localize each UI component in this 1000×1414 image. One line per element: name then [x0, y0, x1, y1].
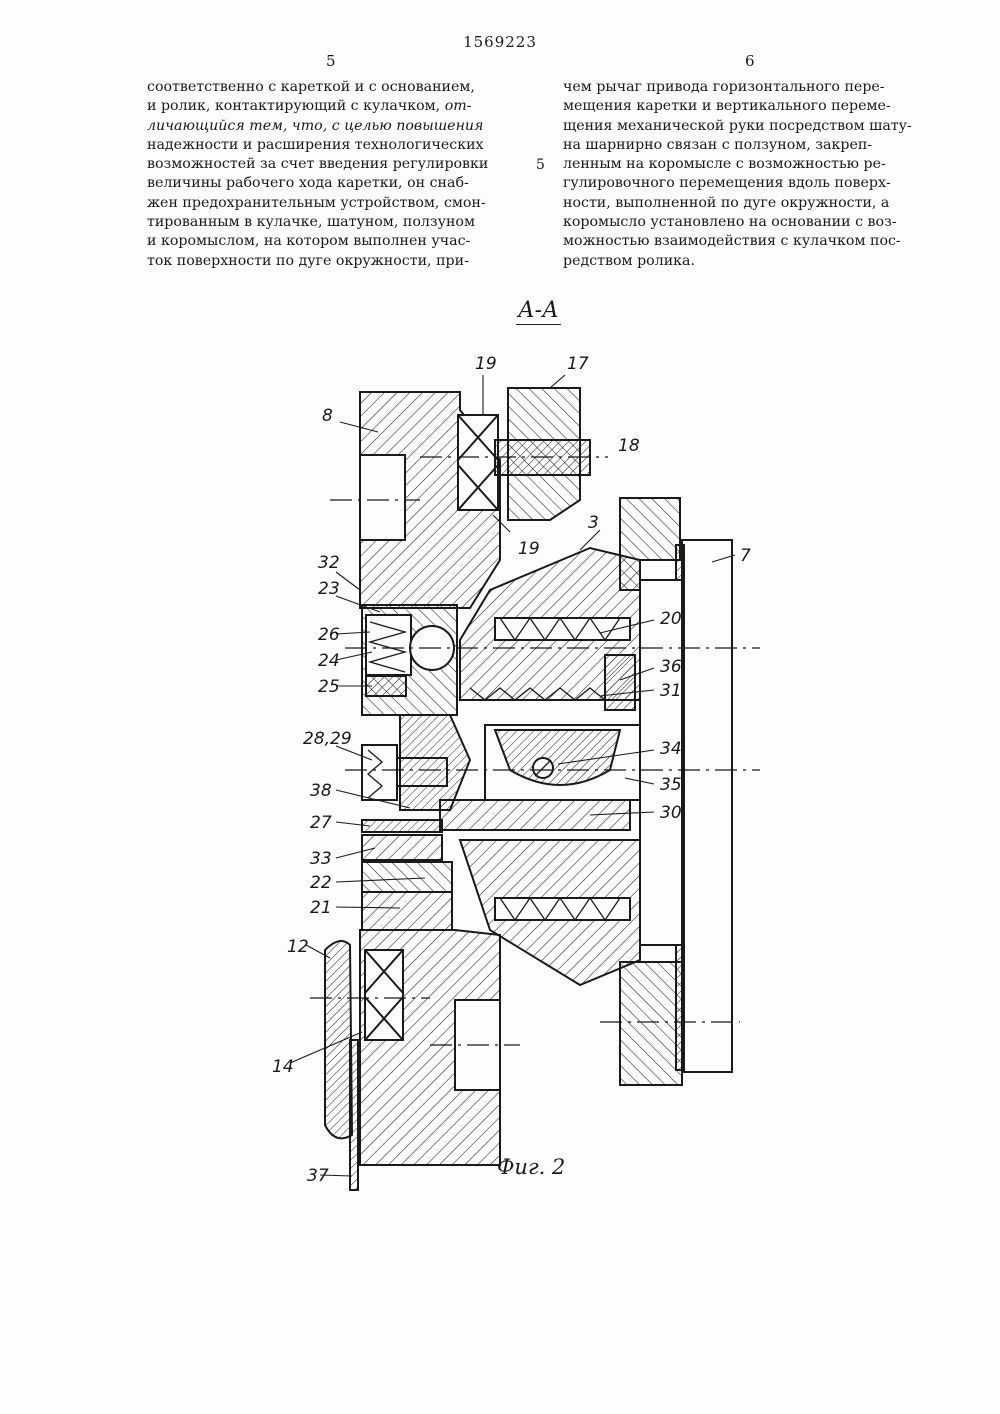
label-17: 17 — [567, 354, 589, 374]
plate-33 — [362, 835, 442, 860]
label-19-top: 19 — [475, 354, 497, 374]
housing-upper — [620, 498, 680, 590]
label-35: 35 — [660, 775, 682, 795]
figure-caption: Фиг. 2 — [497, 1155, 565, 1179]
part-12 — [325, 941, 352, 1138]
label-38: 38 — [310, 781, 332, 801]
label-23: 23 — [318, 579, 340, 599]
label-37: 37 — [307, 1166, 329, 1186]
label-32: 32 — [318, 553, 340, 573]
label-14: 14 — [272, 1057, 294, 1077]
label-28-29: 28,29 — [303, 729, 352, 749]
label-30: 30 — [660, 803, 682, 823]
label-25: 25 — [318, 677, 340, 697]
body-part-8-bore-top — [360, 455, 405, 540]
label-19-bottom: 19 — [518, 539, 540, 559]
label-27: 27 — [310, 813, 332, 833]
nut-38 — [400, 715, 470, 810]
label-33: 33 — [310, 849, 332, 869]
housing-lower — [620, 962, 682, 1085]
screw-head-28 — [362, 745, 397, 800]
pin-37 — [350, 1040, 358, 1190]
label-21: 21 — [310, 898, 332, 918]
label-3: 3 — [588, 513, 599, 533]
bearing-19 — [458, 415, 498, 510]
inner-frame — [640, 580, 682, 945]
label-18: 18 — [618, 436, 640, 456]
plate-27 — [362, 820, 442, 832]
label-7: 7 — [740, 546, 751, 566]
plate-22 — [362, 862, 452, 892]
label-12: 12 — [287, 937, 309, 957]
plate-7 — [682, 540, 732, 1072]
bearing-14 — [365, 950, 403, 1040]
label-20: 20 — [660, 609, 682, 629]
label-36: 36 — [660, 657, 682, 677]
label-31: 31 — [660, 681, 682, 701]
label-24: 24 — [318, 651, 340, 671]
label-34: 34 — [660, 739, 682, 759]
label-8: 8 — [322, 406, 333, 426]
label-26: 26 — [318, 625, 340, 645]
plate-21 — [362, 892, 452, 930]
spring-seat-26 — [366, 615, 411, 675]
block-36 — [605, 655, 635, 710]
label-22: 22 — [310, 873, 332, 893]
